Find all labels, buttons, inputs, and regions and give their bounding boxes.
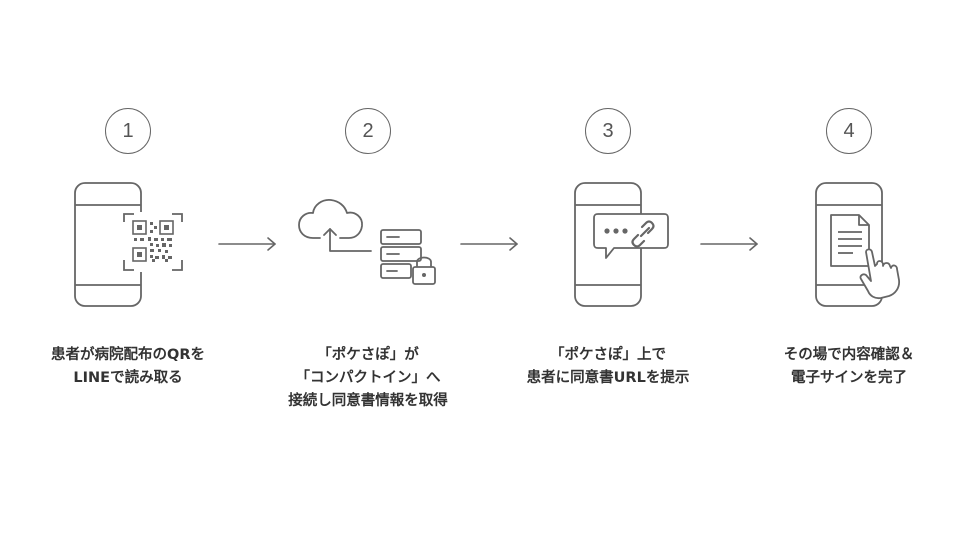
step-caption-4: その場で内容確認＆ 電子サインを完了: [729, 344, 960, 390]
arrow-right-icon: [218, 236, 278, 256]
step-number-4: 4: [826, 108, 872, 154]
phone-chat-link-icon: [570, 180, 680, 310]
step-caption-1: 患者が病院配布のQRを LINEで読み取る: [8, 344, 248, 390]
caption-line: 「ポケさぽ」上で: [550, 347, 666, 363]
step-caption-3: 「ポケさぽ」上で 患者に同意書URLを提示: [488, 344, 728, 390]
caption-line: 電子サインを完了: [791, 370, 907, 386]
caption-line: 患者が病院配布のQRを: [51, 347, 205, 363]
phone-qr-code-icon: [70, 180, 190, 310]
step-number-3: 3: [585, 108, 631, 154]
caption-line: LINEで読み取る: [73, 370, 183, 386]
step-number-2: 2: [345, 108, 391, 154]
phone-document-sign-icon: [811, 180, 921, 310]
caption-line: 「ポケさぽ」が: [317, 347, 419, 363]
caption-line: 「コンパクトイン」へ: [295, 370, 441, 386]
arrow-right-icon: [460, 236, 520, 256]
step-caption-2: 「ポケさぽ」が 「コンパクトイン」へ 接続し同意書情報を取得: [248, 344, 488, 413]
caption-line: 患者に同意書URLを提示: [526, 370, 690, 386]
cloud-upload-server-lock-icon: [295, 196, 445, 286]
arrow-right-icon: [700, 236, 760, 256]
step-number-1: 1: [105, 108, 151, 154]
caption-line: 接続し同意書情報を取得: [288, 393, 448, 409]
caption-line: その場で内容確認＆: [783, 347, 915, 363]
